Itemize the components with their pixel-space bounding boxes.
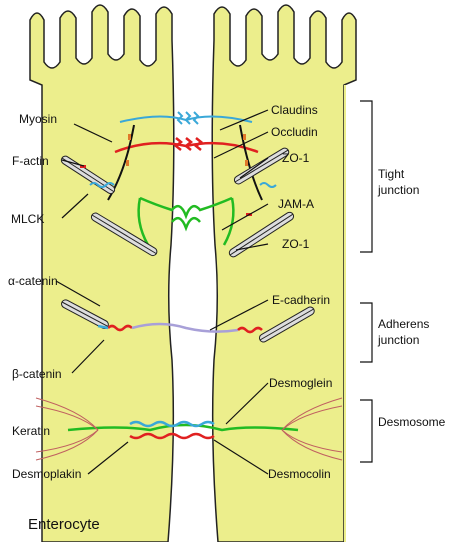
group-adherens-junction: Adherens junction	[378, 316, 429, 348]
tight-line-1: Tight	[378, 166, 419, 182]
label-desmoplakin: Desmoplakin	[12, 467, 81, 481]
label-beta-catenin: β-catenin	[12, 367, 62, 381]
brackets	[360, 101, 372, 462]
label-jama: JAM-A	[278, 197, 314, 211]
label-keratin: Keratin	[12, 424, 50, 438]
tight-line-2: junction	[378, 182, 419, 198]
label-occludin: Occludin	[271, 125, 318, 139]
label-alpha-catenin: α-catenin	[8, 274, 58, 288]
label-desmoglein: Desmoglein	[269, 376, 332, 390]
label-factin: F-actin	[12, 154, 49, 168]
group-desmosome: Desmosome	[378, 414, 445, 430]
desmosome-line-1: Desmosome	[378, 414, 445, 430]
right-cell	[212, 5, 356, 542]
adherens-line-2: junction	[378, 332, 429, 348]
label-mlck: MLCK	[11, 212, 44, 226]
label-zo1-top: ZO-1	[282, 151, 309, 165]
label-zo1-bottom: ZO-1	[282, 237, 309, 251]
label-myosin: Myosin	[19, 112, 57, 126]
label-claudins: Claudins	[271, 103, 318, 117]
cell-label-enterocyte: Enterocyte	[28, 516, 100, 533]
label-desmocolin: Desmocolin	[268, 467, 331, 481]
adherens-line-1: Adherens	[378, 316, 429, 332]
group-tight-junction: Tight junction	[378, 166, 419, 198]
label-ecadherin: E-cadherin	[272, 293, 330, 307]
